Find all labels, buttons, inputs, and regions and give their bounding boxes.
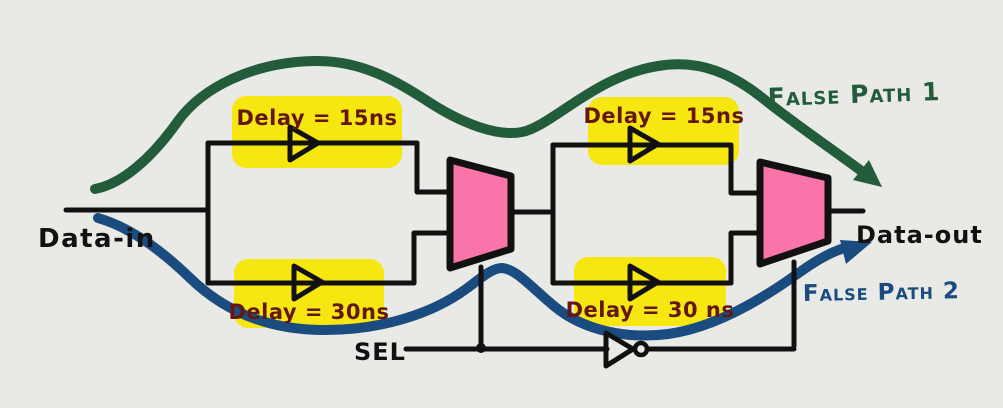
stage1-bottom-step-wire — [411, 230, 453, 286]
delay-label-stage2-top: Delay = 15ns — [584, 104, 745, 128]
false-path-1-curve — [90, 55, 877, 194]
buffer-icon-stage1-bottom — [291, 263, 325, 302]
false-path-2-arrowhead-icon — [840, 240, 872, 264]
stage2-bottom-step-wire — [728, 230, 763, 286]
false-path-2-curve — [93, 213, 863, 341]
false-path-1-arrowhead-icon — [853, 160, 882, 187]
inverter-bubble-icon — [632, 340, 650, 358]
delay-highlight-stage2-top — [588, 97, 739, 165]
false-path-2-label: False Path 2 — [803, 278, 961, 307]
buffer-icon-stage1-top — [287, 124, 321, 163]
inverter-icon — [603, 330, 636, 369]
delay-highlight-stage2-bottom — [574, 257, 726, 326]
data-out-label: Data-out — [856, 221, 983, 249]
delay-label-stage2-bottom: Delay = 30 ns — [566, 298, 735, 322]
delay-label-stage1-top: Delay = 15ns — [237, 106, 398, 130]
delay-highlight-stage1-bottom — [234, 259, 384, 328]
stage2-top-step-wire — [728, 142, 763, 196]
stage1-top-step-wire — [414, 140, 453, 195]
sel-junction-dot — [476, 343, 486, 353]
false-path-1-label: False Path 1 — [767, 77, 941, 112]
mux1-icon — [446, 156, 515, 272]
data-in-label: Data-in — [38, 224, 156, 254]
buffer-icon-stage2-bottom — [627, 263, 661, 302]
sel-label: SEL — [354, 338, 406, 366]
buffer-icon-stage2-top — [627, 125, 661, 164]
delay-label-stage1-bottom: Delay = 30ns — [229, 300, 390, 324]
delay-highlight-stage1-top — [232, 96, 402, 168]
mux2-icon — [756, 158, 832, 268]
